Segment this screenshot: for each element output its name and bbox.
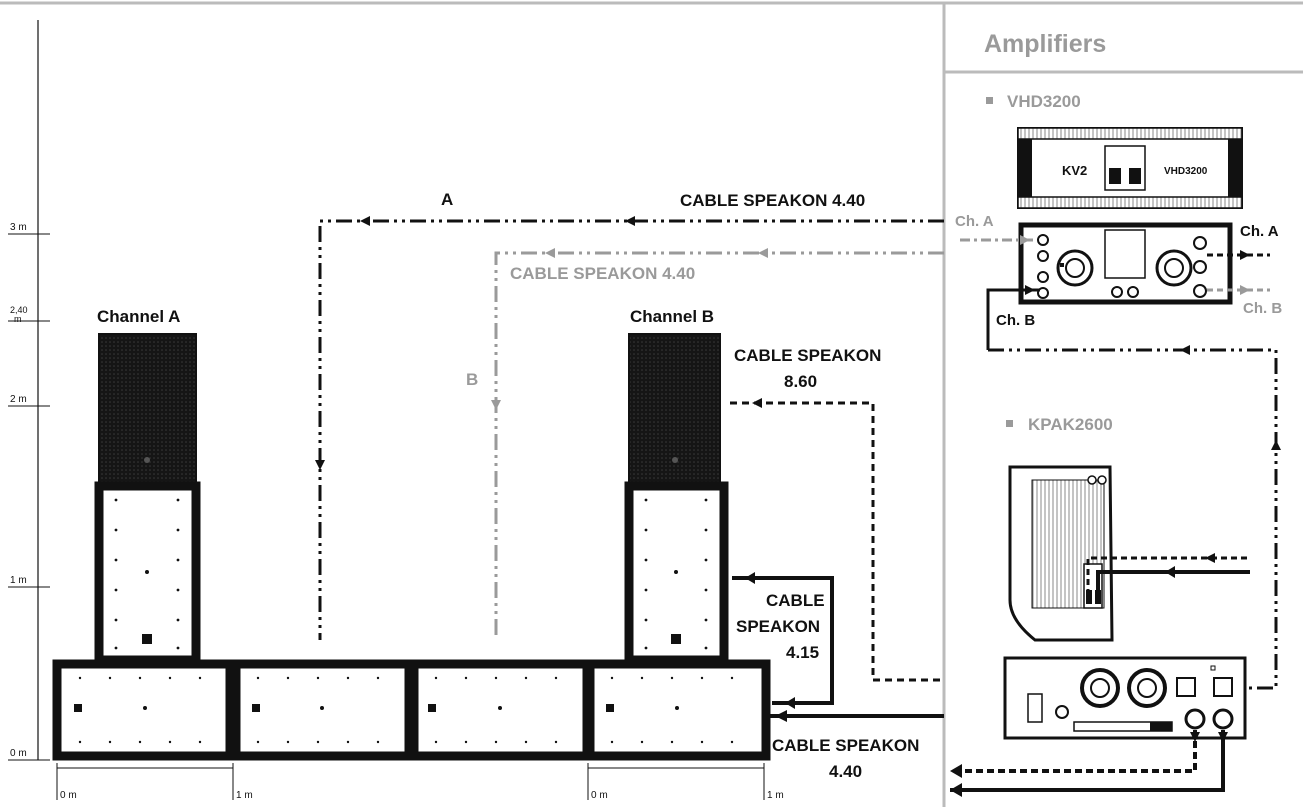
cable-415-line3: 4.15 [786, 643, 819, 662]
vhd3200-back [1018, 222, 1233, 305]
amp-link [988, 348, 1278, 690]
sub-4 [585, 659, 771, 761]
channel-b-label: Channel B [630, 307, 714, 326]
scale-label-0m: 0 m [10, 748, 27, 759]
vhd-out-b: Ch. B [1243, 300, 1282, 317]
sub-1 [52, 659, 235, 761]
height-scale: 3 m 2,40 m 2 m 1 m 0 m [8, 20, 50, 761]
channel-a-stack: Channel A [94, 307, 201, 665]
cable-b: CABLE SPEAKON 4.40 B [466, 248, 944, 640]
cable-a-letter: A [441, 190, 453, 209]
channel-a-label: Channel A [97, 307, 180, 326]
scale-label-240-unit: m [14, 314, 22, 324]
kpak2600-back [1003, 656, 1247, 740]
kpak2600-front [1008, 465, 1114, 642]
scale-label-3m: 3 m [10, 222, 27, 233]
vhd-in-b: Ch. B [996, 312, 1035, 329]
kpak-cable-solid [1096, 570, 1250, 590]
width-scale: 0 m 1 m 0 m 1 m [56, 763, 784, 801]
sub-3 [409, 659, 592, 761]
cable-bottom-line2: 4.40 [829, 762, 862, 781]
width-label-1m-b: 1 m [767, 790, 784, 801]
cable-860: CABLE SPEAKON 8.60 [730, 346, 944, 682]
channel-b-stack: Channel B [624, 307, 729, 665]
vhd3200-front: KV2 VHD3200 [1017, 127, 1243, 209]
cable-a-label: CABLE SPEAKON 4.40 [680, 191, 865, 210]
panel-title: Amplifiers [984, 30, 1106, 58]
width-label-1m-a: 1 m [236, 790, 253, 801]
amplifiers-panel: Amplifiers VHD3200 KV2 VHD3200 [950, 30, 1282, 797]
scale-label-1m: 1 m [10, 575, 27, 586]
cable-b-letter: B [466, 370, 478, 389]
vhd-out-a: Ch. A [1240, 223, 1279, 240]
vhd-io: Ch. A Ch. A Ch. B Ch. B [955, 213, 1282, 350]
cable-bottom: CABLE SPEAKON 4.40 [770, 710, 944, 781]
vhd-in-a: Ch. A [955, 213, 994, 230]
sub-2 [231, 659, 414, 761]
amp2-name: KPAK2600 [1028, 415, 1113, 434]
width-label-0m-b: 0 m [591, 790, 608, 801]
cable-b-label: CABLE SPEAKON 4.40 [510, 264, 695, 283]
vhd-front-logo: KV2 [1062, 163, 1087, 178]
cable-a: A CABLE SPEAKON 4.40 [315, 190, 944, 640]
cable-bottom-line1: CABLE SPEAKON [772, 736, 919, 755]
cable-860-line1: CABLE SPEAKON [734, 346, 881, 365]
width-label-0m-a: 0 m [60, 790, 77, 801]
cable-415: CABLE SPEAKON 4.15 [732, 572, 834, 709]
scale-label-2m: 2 m [10, 394, 27, 405]
cable-860-line2: 8.60 [784, 372, 817, 391]
cable-415-line2: SPEAKON [736, 617, 820, 636]
sub-row [52, 659, 771, 761]
amp1-name: VHD3200 [1007, 92, 1081, 111]
vhd-front-model: VHD3200 [1164, 166, 1208, 177]
kpak-cable-dashed [1086, 556, 1247, 590]
kpak-outputs [950, 708, 1234, 797]
scale-label-240-number: 2,40 [10, 305, 28, 315]
cable-415-line1: CABLE [766, 591, 825, 610]
scale-label-240m: 2,40 m [10, 305, 30, 324]
